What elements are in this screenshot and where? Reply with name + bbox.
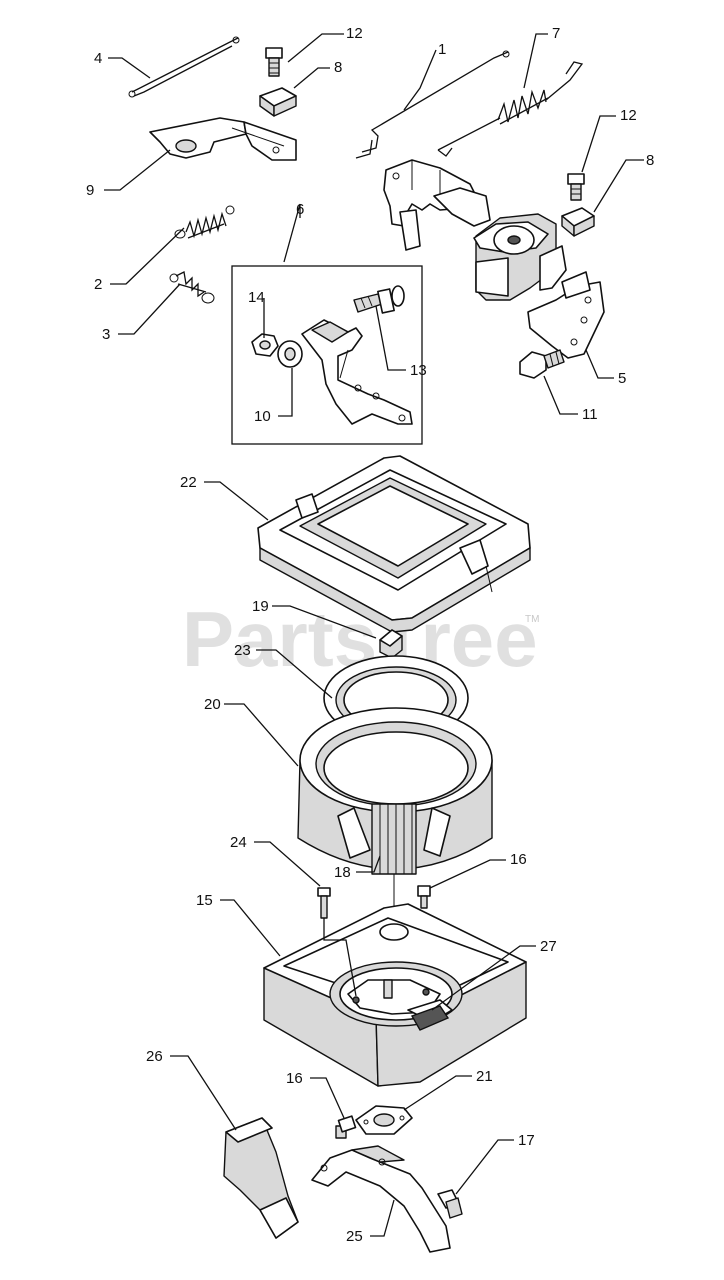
callout-13: 13	[410, 362, 427, 379]
watermark-trademark: TM	[525, 614, 539, 625]
callout-12-left: 12	[346, 25, 363, 42]
callout-4: 4	[94, 50, 102, 67]
part-15-air-cleaner-base[interactable]	[263, 903, 527, 1087]
callout-20: 20	[204, 696, 221, 713]
part-27-breather[interactable]	[410, 1005, 450, 1031]
callout-15: 15	[196, 892, 213, 909]
callout-11: 11	[582, 406, 598, 423]
part-6-governor-bracket[interactable]	[301, 319, 413, 425]
callout-18: 18	[334, 864, 351, 881]
part-10-washer[interactable]	[277, 340, 303, 368]
callout-2: 2	[94, 276, 102, 293]
callout-8-left: 8	[334, 59, 342, 76]
callout-25: 25	[346, 1228, 363, 1245]
callout-27: 27	[540, 938, 557, 955]
part-17-bolt[interactable]	[437, 1189, 463, 1219]
callout-10: 10	[254, 408, 271, 425]
callout-3: 3	[102, 326, 110, 343]
part-8-clip-right[interactable]	[561, 207, 595, 237]
callout-23: 23	[234, 642, 251, 659]
part-11-bolt[interactable]	[519, 349, 565, 379]
callout-6: 6	[296, 201, 304, 218]
part-8-clip-left[interactable]	[259, 87, 297, 117]
part-24-bolt[interactable]	[317, 887, 331, 919]
part-6-kit-box	[231, 265, 423, 445]
part-22-air-cleaner-cover[interactable]	[257, 455, 531, 633]
part-16-bolt-lower[interactable]	[335, 1115, 357, 1139]
part-12-bolt-left[interactable]	[265, 47, 283, 77]
part-25-support-bracket[interactable]	[311, 1145, 451, 1253]
solenoid-assembly[interactable]	[473, 213, 567, 301]
part-21-gasket[interactable]	[355, 1105, 413, 1135]
part-5-mounting-plate[interactable]	[527, 271, 605, 359]
callout-1: 1	[438, 41, 446, 58]
callout-numbers: 4 12 8 9 2 3 6 14 10 13 1 7 12 8 5 11 22…	[86, 25, 654, 1245]
callout-14: 14	[248, 289, 265, 306]
callout-24: 24	[230, 834, 247, 851]
part-16-bolt-upper[interactable]	[417, 885, 431, 909]
callout-22: 22	[180, 474, 197, 491]
leader-lines	[104, 33, 644, 1237]
callout-17: 17	[518, 1132, 535, 1149]
part-19-wing-nut[interactable]	[379, 629, 403, 659]
callout-9: 9	[86, 182, 94, 199]
part-12-bolt-right[interactable]	[567, 173, 585, 201]
part-14-nut[interactable]	[251, 333, 279, 357]
callout-7: 7	[552, 25, 560, 42]
part-18-paper-element[interactable]	[371, 803, 417, 875]
part-26-elbow-tube[interactable]	[223, 1117, 299, 1239]
callout-26: 26	[146, 1048, 163, 1065]
callout-8-right: 8	[646, 152, 654, 169]
callout-12-right: 12	[620, 107, 637, 124]
callout-16-upper: 16	[510, 851, 527, 868]
main-control-bracket-assembly[interactable]	[383, 159, 491, 251]
part-20-foam-element[interactable]	[297, 707, 493, 870]
part-1-throttle-link[interactable]	[355, 50, 510, 159]
callout-21: 21	[476, 1068, 493, 1085]
callout-16-lower: 16	[286, 1070, 303, 1087]
part-7-long-spring[interactable]	[437, 61, 584, 157]
callout-19: 19	[252, 598, 269, 615]
part-2-spring[interactable]	[174, 205, 235, 239]
part-9-control-bracket[interactable]	[149, 117, 297, 161]
callout-5: 5	[618, 370, 626, 387]
part-13-bolt[interactable]	[353, 285, 405, 314]
part-3-spring[interactable]	[169, 271, 215, 304]
part-4-link-rod[interactable]	[128, 36, 240, 98]
